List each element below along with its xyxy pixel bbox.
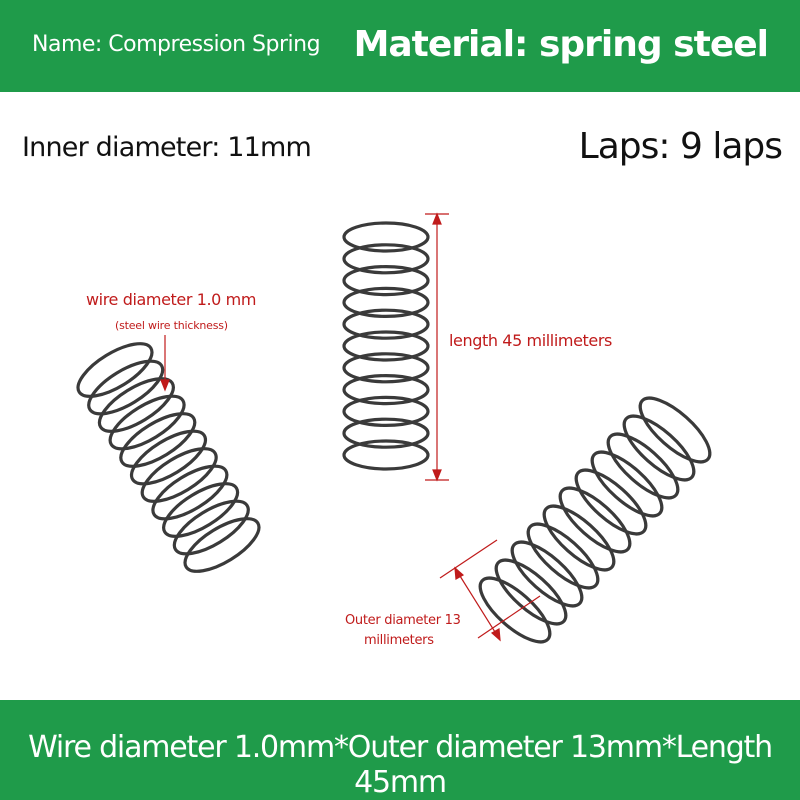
- spring-coil: [342, 417, 430, 449]
- spring-coil: [622, 414, 696, 482]
- spring-coil: [140, 447, 218, 503]
- spring-coil: [342, 395, 430, 427]
- spring-coil: [76, 342, 154, 398]
- outer-diameter-dimension-line: [439, 539, 541, 642]
- product-name: Name: Compression Spring: [32, 32, 321, 57]
- laps-label: Laps: 9 laps: [578, 126, 783, 167]
- spring-coil: [119, 412, 197, 468]
- spring-coil: [510, 540, 584, 608]
- spring-coil: [162, 482, 240, 538]
- spring-coil: [574, 468, 648, 536]
- outer-diameter-label: Outer diameter 13: [345, 613, 461, 628]
- spring-coil: [342, 352, 430, 384]
- spring-middle-image: [342, 221, 430, 471]
- spring-coil: [478, 576, 552, 644]
- spring-coil: [590, 450, 664, 518]
- spring-coil: [87, 359, 165, 416]
- material-label: Material: spring steel: [353, 24, 769, 65]
- spring-coil: [172, 499, 250, 556]
- spring-coil: [606, 432, 680, 500]
- spring-coil: [342, 330, 430, 362]
- spring-coil: [183, 517, 261, 573]
- spring-coil: [558, 486, 632, 554]
- spring-right-image: [478, 396, 712, 644]
- spring-coil: [97, 377, 175, 433]
- spring-coil: [638, 396, 712, 464]
- header-band: Name: Compression Spring Material: sprin…: [0, 0, 800, 92]
- spring-coil: [342, 265, 430, 297]
- length-label: length 45 millimeters: [449, 331, 612, 350]
- outer-diameter-unit-label: millimeters: [364, 633, 434, 648]
- wire-thickness-note: (steel wire thickness): [115, 319, 228, 332]
- wire-diameter-pointer: [160, 335, 170, 392]
- spec-summary: Wire diameter 1.0mm*Outer diameter 13mm*…: [28, 730, 773, 800]
- spring-coil: [342, 374, 430, 406]
- inner-diameter-label: Inner diameter: 11mm: [22, 132, 312, 163]
- spring-coil: [342, 439, 430, 471]
- spring-left-image: [76, 342, 261, 573]
- spring-coil: [342, 221, 430, 253]
- footer-band: Wire diameter 1.0mm*Outer diameter 13mm*…: [0, 700, 800, 800]
- spring-coil: [526, 522, 600, 590]
- spring-coil: [342, 286, 430, 318]
- length-dimension-line: [425, 212, 449, 482]
- spring-coil: [542, 504, 616, 572]
- wire-diameter-label: wire diameter 1.0 mm: [86, 290, 257, 309]
- spring-coil: [342, 243, 430, 275]
- spring-coil: [151, 464, 229, 521]
- spring-coil: [494, 558, 568, 626]
- spring-coil: [129, 429, 208, 486]
- spring-coil: [108, 394, 186, 451]
- spring-coil: [342, 308, 430, 340]
